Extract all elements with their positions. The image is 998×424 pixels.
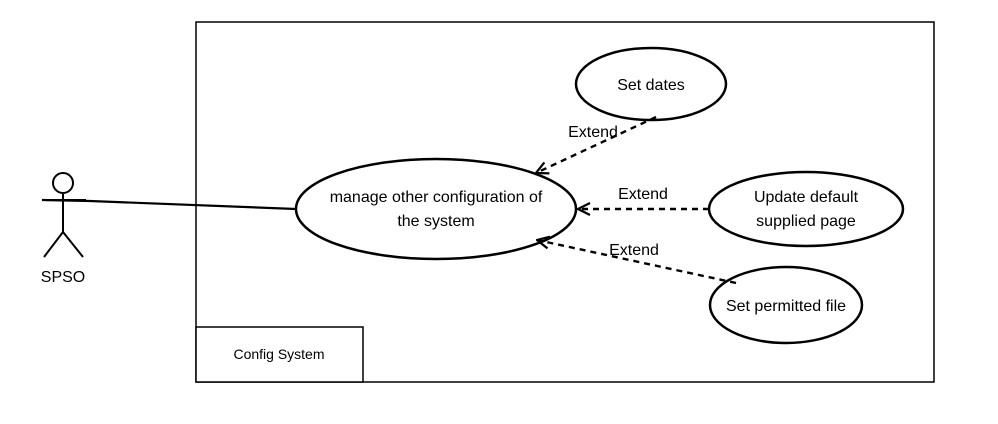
extend-label-set-dates: Extend xyxy=(568,124,618,141)
use-case-manage-configuration[interactable]: manage other configuration of the system xyxy=(294,157,578,261)
use-case-set-permitted-file[interactable]: Set permitted file xyxy=(708,265,864,345)
extend-label-update-page: Extend xyxy=(618,186,668,203)
actor-head xyxy=(52,172,74,194)
extend-arrow-set-dates xyxy=(536,115,657,173)
use-case-update-default-page-line1: Update default xyxy=(754,189,859,206)
system-label: Config System xyxy=(233,346,324,362)
extend-arrow-permitted-file xyxy=(537,240,737,285)
use-case-update-default-page[interactable]: Update default supplied page xyxy=(707,170,905,248)
use-case-manage-configuration-line2: the system xyxy=(397,213,474,230)
use-case-set-dates-label: Set dates xyxy=(617,77,685,94)
extend-label-permitted-file: Extend xyxy=(609,242,659,259)
actor-left-leg xyxy=(43,231,64,258)
actor-spso[interactable]: SPSO xyxy=(41,172,86,286)
use-case-manage-configuration-line1: manage other configuration of xyxy=(330,189,543,206)
system-label-box xyxy=(195,326,364,383)
actor-label: SPSO xyxy=(41,269,85,286)
association-line xyxy=(41,198,297,211)
use-case-set-dates[interactable]: Set dates xyxy=(574,46,728,122)
use-case-set-permitted-file-label: Set permitted file xyxy=(726,298,846,315)
actor-right-leg xyxy=(62,231,84,258)
use-case-update-default-page-line2: supplied page xyxy=(756,213,856,230)
